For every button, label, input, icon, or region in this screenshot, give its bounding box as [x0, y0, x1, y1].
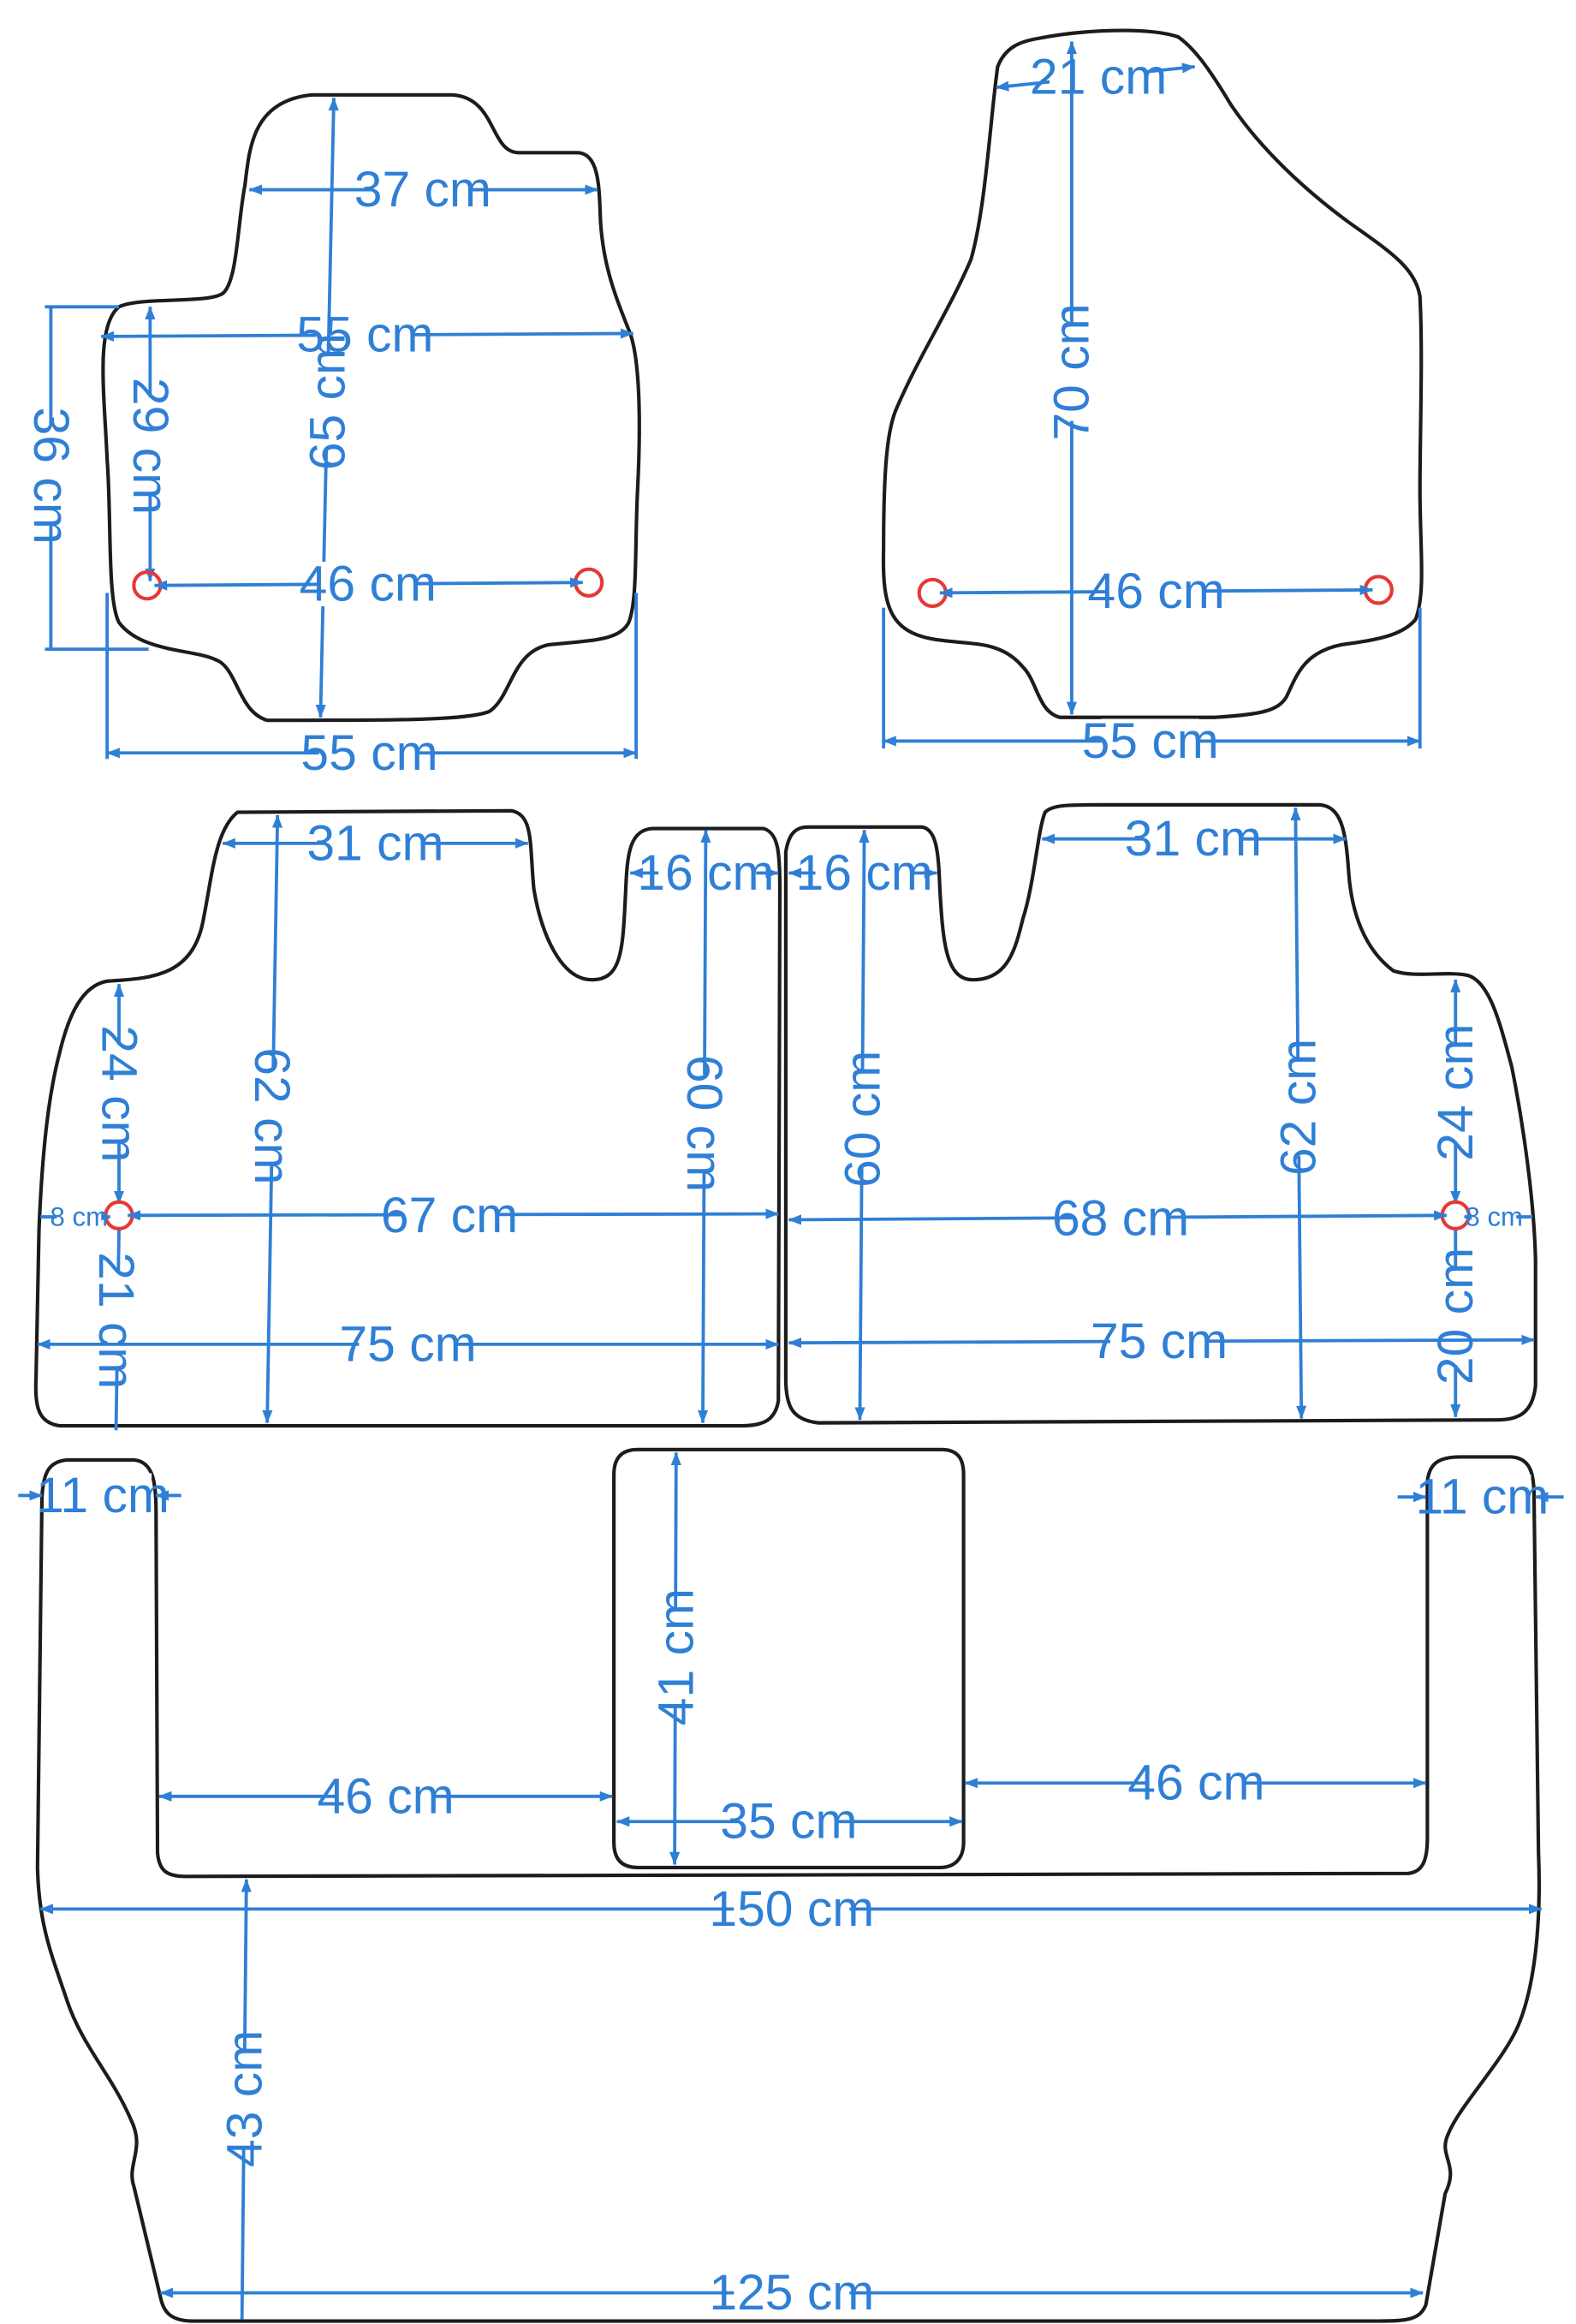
front-left-height: 65 cm [300, 333, 356, 470]
rear-center-height: 41 cm [648, 1588, 704, 1725]
rear-bottom-width: 125 cm [709, 2265, 874, 2321]
front-left-side-height-36: 36 cm [23, 408, 79, 545]
rear-right-tab-width: 11 cm [1415, 1469, 1549, 1525]
middle-right-top-width: 31 cm [1125, 811, 1262, 867]
middle-right-mat-outline [783, 802, 1537, 1425]
middle-right-hole-offset: 8 cm [1466, 1202, 1523, 1232]
middle-left-tab-height: 60 cm [676, 1055, 732, 1192]
middle-left-mat-outline [33, 808, 782, 1428]
rear-total-width: 150 cm [709, 1881, 874, 1937]
middle-left-top-width: 31 cm [306, 815, 443, 871]
middle-right-upper-side: 24 cm [1428, 1024, 1484, 1161]
rear-left-notch-width: 46 cm [317, 1768, 454, 1824]
middle-left-mat: 31 cm 16 cm 62 cm 60 cm 24 cm 21 cm 8 cm… [33, 808, 782, 1431]
front-left-side-height-29: 29 cm [122, 378, 178, 515]
middle-left-main-height: 62 cm [244, 1047, 300, 1184]
rear-center-panel-outline [612, 1447, 966, 1869]
middle-right-mat: 16 cm 31 cm 60 cm 62 cm 24 cm 20 cm 8 cm… [783, 802, 1537, 1425]
front-left-mat-outline [101, 92, 641, 723]
front-left-hole-spacing: 46 cm [300, 556, 437, 611]
middle-right-lower-side: 20 cm [1428, 1248, 1484, 1385]
front-left-mat: 37 cm 55 cm 65 cm 29 cm 36 cm 46 cm 55 c… [23, 92, 641, 781]
rear-center-width: 35 cm [720, 1794, 857, 1850]
rear-right-notch-width: 46 cm [1127, 1755, 1264, 1811]
front-right-mat-outline [881, 28, 1424, 719]
middle-right-main-height: 62 cm [1270, 1039, 1326, 1176]
middle-right-mid-width: 68 cm [1052, 1190, 1189, 1246]
middle-left-hole-offset: 8 cm [51, 1202, 108, 1232]
front-left-bottom-width: 55 cm [300, 725, 437, 781]
middle-left-lower-side: 21 cm [88, 1252, 144, 1389]
middle-left-bottom-width: 75 cm [339, 1316, 476, 1372]
front-left-top-width: 37 cm [354, 162, 491, 218]
middle-left-upper-side: 24 cm [92, 1025, 147, 1162]
rear-bottom-height: 43 cm [217, 2030, 273, 2167]
front-right-mat: 21 cm 70 cm 46 cm 55 cm [881, 28, 1424, 769]
rear-left-tab-width: 11 cm [36, 1468, 169, 1523]
front-right-hole-spacing: 46 cm [1088, 563, 1225, 619]
front-right-top-width: 21 cm [1030, 50, 1167, 105]
middle-right-bottom-width: 75 cm [1091, 1314, 1228, 1369]
rear-mat: 11 cm 11 cm 41 cm 46 cm 46 cm 35 cm 150 … [18, 1447, 1564, 2323]
middle-right-tab-height: 60 cm [835, 1051, 890, 1188]
rear-mat-outline [35, 1455, 1542, 2323]
front-right-height: 70 cm [1044, 303, 1099, 440]
middle-left-mid-width: 67 cm [381, 1188, 518, 1243]
front-right-bottom-width: 55 cm [1082, 713, 1219, 769]
